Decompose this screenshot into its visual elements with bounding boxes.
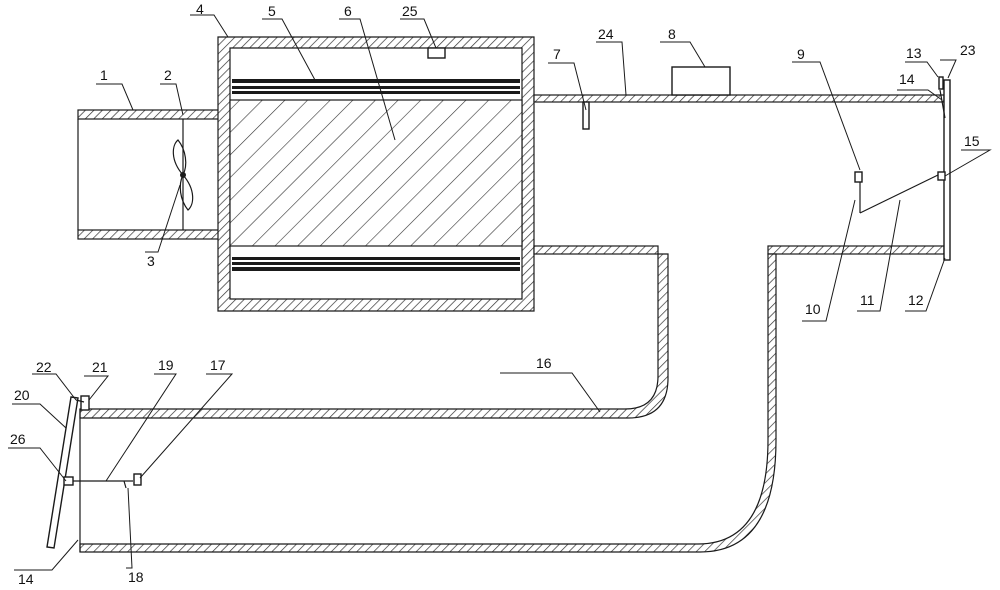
probe [582, 101, 590, 130]
top-device [671, 66, 731, 96]
label-13: 13 [906, 45, 922, 61]
label-8: 8 [668, 26, 676, 42]
label-4: 4 [196, 1, 204, 17]
main-pipe [533, 94, 945, 255]
label-25: 25 [402, 3, 418, 19]
label-11: 11 [860, 292, 875, 308]
label-12: 12 [908, 292, 924, 308]
label-1: 1 [100, 67, 108, 83]
label-20: 20 [14, 387, 30, 403]
label-19: 19 [158, 357, 174, 373]
label-23: 23 [960, 42, 976, 58]
label-21: 21 [92, 359, 108, 375]
label-2: 2 [164, 67, 172, 83]
label-5: 5 [268, 3, 276, 19]
label-7: 7 [553, 46, 561, 62]
label-9: 9 [797, 46, 805, 62]
label-15: 15 [964, 133, 980, 149]
label-22: 22 [36, 359, 52, 375]
upper-return-pipe [79, 253, 669, 419]
core-block [229, 99, 523, 247]
label-6: 6 [344, 3, 352, 19]
right-valve-assembly [854, 76, 951, 261]
left-valve-assembly [46, 395, 142, 552]
label-10: 10 [805, 301, 821, 317]
fan-icon [172, 119, 194, 230]
label-14-left: 14 [18, 571, 34, 587]
label-24: 24 [598, 26, 614, 42]
label-16: 16 [536, 355, 552, 371]
label-3: 3 [147, 253, 155, 269]
label-18: 18 [128, 569, 144, 585]
part-number-labels: 1 2 3 4 5 6 25 7 24 8 9 13 23 14 15 10 1… [10, 1, 980, 587]
inlet-pipe [77, 109, 231, 240]
heating-plates [232, 79, 520, 271]
label-17: 17 [210, 357, 226, 373]
label-14-right: 14 [899, 71, 915, 87]
leader-lines [8, 14, 992, 571]
top-sensor [427, 47, 446, 59]
lower-return-pipe [79, 253, 777, 553]
label-26: 26 [10, 431, 26, 447]
